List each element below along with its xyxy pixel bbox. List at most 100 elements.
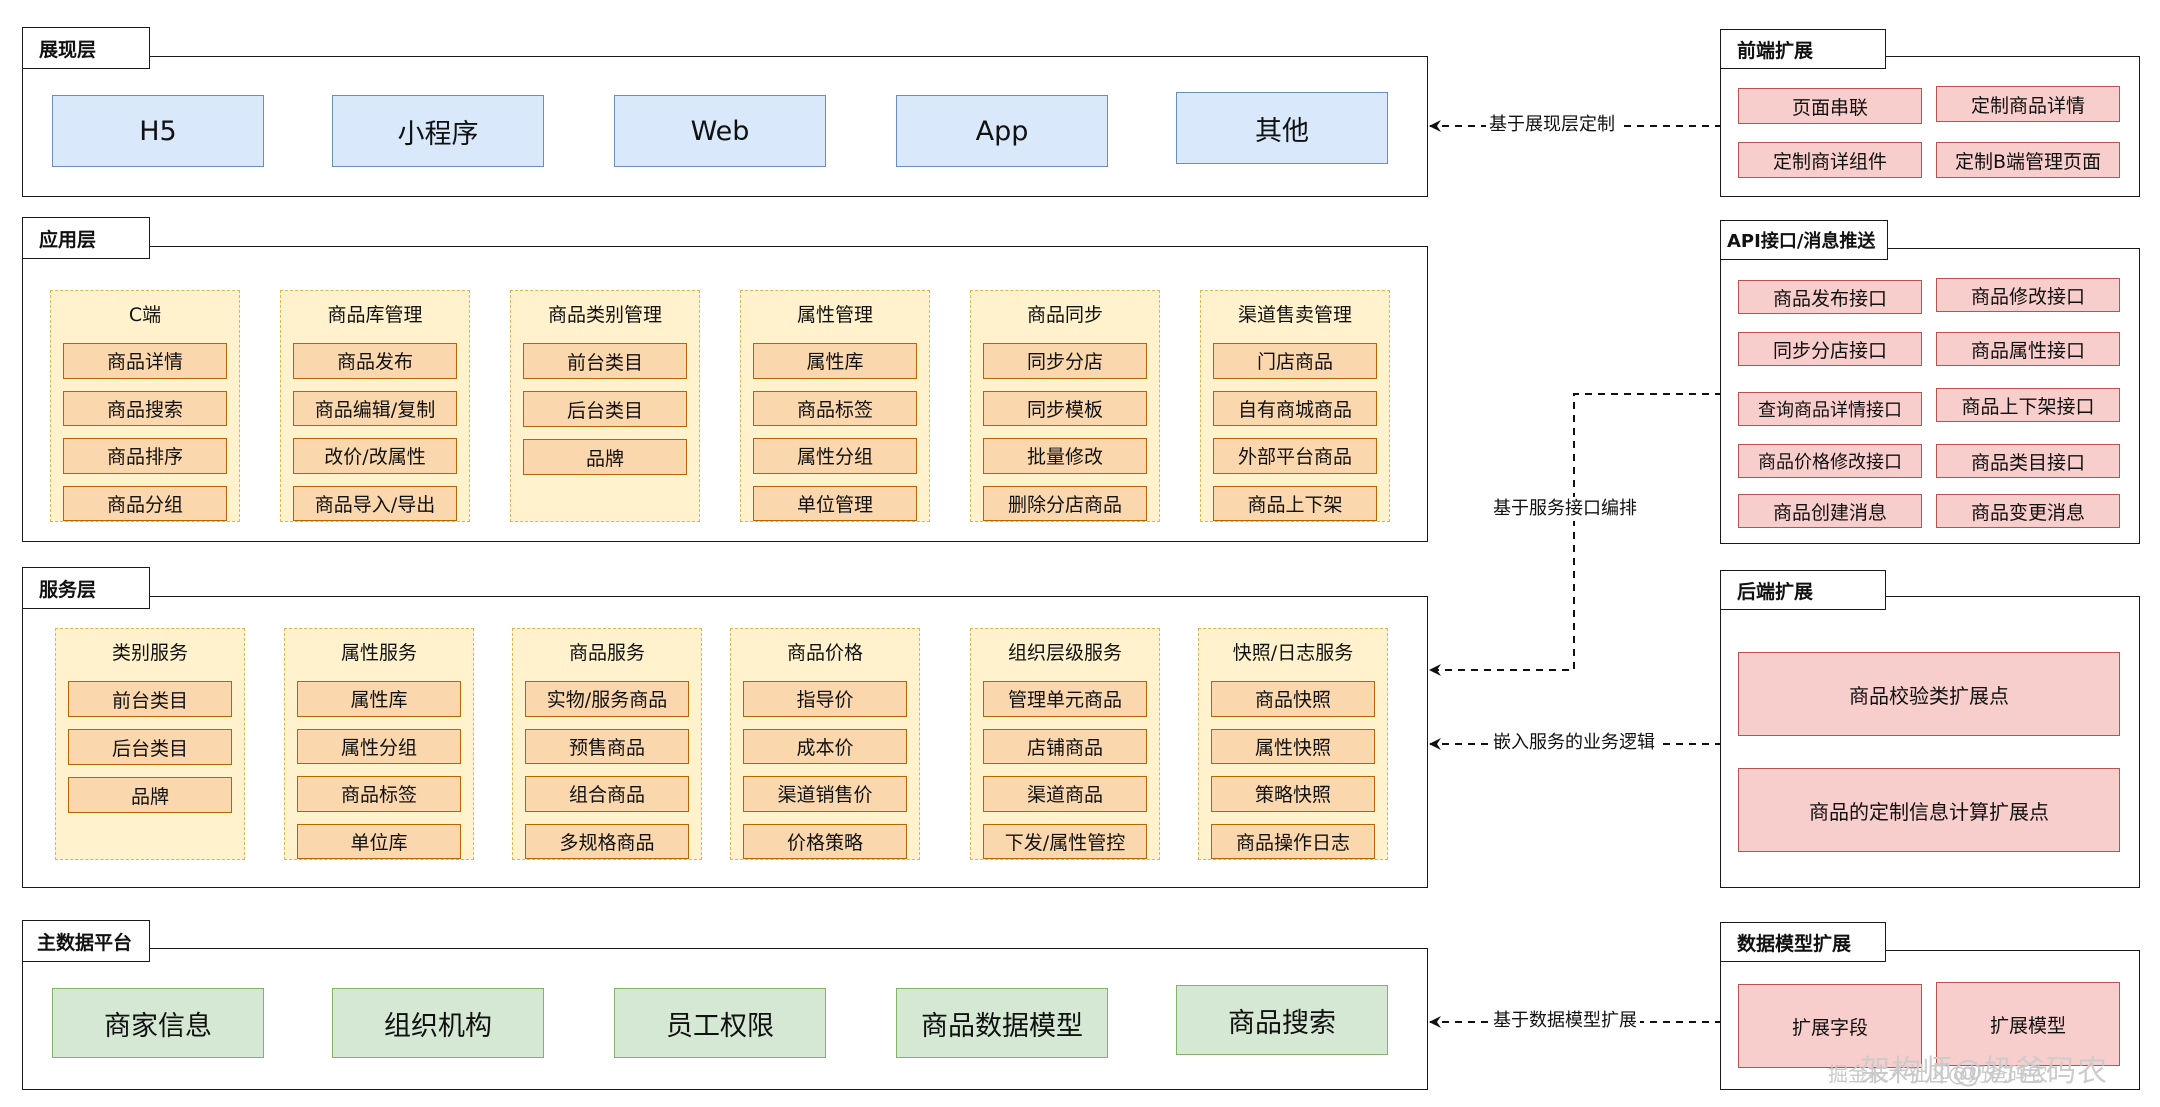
- group-title: C端: [128, 304, 162, 326]
- api-product-modify: 商品修改接口: [1936, 278, 2120, 312]
- group-title: 商品同步: [1026, 304, 1103, 326]
- api-query-product-detail: 查询商品详情接口: [1738, 392, 1922, 426]
- group-item: 商品快照: [1211, 681, 1375, 717]
- msg-product-created: 商品创建消息: [1738, 494, 1922, 528]
- group-title: 组织层级服务: [1007, 642, 1122, 664]
- group-item: 渠道销售价: [743, 776, 907, 812]
- group-item: 同步分店: [983, 343, 1147, 379]
- svc-group-price: 商品价格 指导价 成本价 渠道销售价 价格策略: [730, 628, 920, 860]
- frontend-ext-custom-detail: 定制商品详情: [1936, 86, 2120, 122]
- msg-product-changed: 商品变更消息: [1936, 494, 2120, 528]
- master-item-product-data-model: 商品数据模型: [896, 988, 1108, 1058]
- app-group-product-sync: 商品同步 同步分店 同步模板 批量修改 删除分店商品: [970, 290, 1160, 522]
- group-item: 商品搜索: [63, 390, 227, 426]
- svc-group-attribute: 属性服务 属性库 属性分组 商品标签 单位库: [284, 628, 474, 860]
- group-item: 管理单元商品: [983, 681, 1147, 717]
- presentation-item-web: Web: [614, 95, 826, 167]
- api-product-price-modify: 商品价格修改接口: [1738, 444, 1922, 478]
- svc-group-product: 商品服务 实物/服务商品 预售商品 组合商品 多规格商品: [512, 628, 702, 860]
- group-item: 商品详情: [63, 343, 227, 379]
- group-item: 策略快照: [1211, 776, 1375, 812]
- master-item-employee-permission: 员工权限: [614, 988, 826, 1058]
- group-item: 属性快照: [1211, 728, 1375, 764]
- backend-extension-title: 后端扩展: [1720, 570, 1886, 610]
- group-title: 类别服务: [111, 642, 188, 664]
- group-title: 属性服务: [340, 642, 417, 664]
- connector-label-data-model: 基于数据模型扩展: [1490, 1009, 1640, 1033]
- master-item-product-search: 商品搜索: [1176, 985, 1388, 1055]
- group-item: 商品操作日志: [1211, 823, 1375, 859]
- group-item: 单位库: [297, 823, 461, 859]
- connector-label-embed-logic: 嵌入服务的业务逻辑: [1490, 731, 1658, 755]
- api-product-on-off-shelf: 商品上下架接口: [1936, 388, 2120, 422]
- service-layer: [22, 596, 1428, 888]
- service-layer-title: 服务层: [22, 567, 150, 609]
- frontend-ext-page-link: 页面串联: [1738, 88, 1922, 124]
- group-item: 价格策略: [743, 823, 907, 859]
- api-product-publish: 商品发布接口: [1738, 280, 1922, 314]
- group-item: 批量修改: [983, 438, 1147, 474]
- app-group-category-management: 商品类别管理 前台类目 后台类目 品牌: [510, 290, 700, 522]
- group-item: 组合商品: [525, 776, 689, 812]
- group-item: 商品标签: [753, 390, 917, 426]
- group-item: 前台类目: [523, 343, 687, 379]
- api-product-category: 商品类目接口: [1936, 444, 2120, 478]
- presentation-item-h5: H5: [52, 95, 264, 167]
- data-model-extension-title: 数据模型扩展: [1720, 922, 1886, 962]
- group-item: 店铺商品: [983, 728, 1147, 764]
- frontend-extension-title: 前端扩展: [1720, 29, 1886, 69]
- group-item: 渠道商品: [983, 776, 1147, 812]
- master-item-organization: 组织机构: [332, 988, 544, 1058]
- application-layer: [22, 246, 1428, 542]
- group-title: 商品类别管理: [547, 304, 662, 326]
- data-model-ext-model: 扩展模型: [1936, 982, 2120, 1066]
- group-item: 指导价: [743, 681, 907, 717]
- backend-ext-custom-calc-point: 商品的定制信息计算扩展点: [1738, 768, 2120, 852]
- master-data-platform-title: 主数据平台: [22, 920, 150, 962]
- svc-group-snapshot-log: 快照/日志服务 商品快照 属性快照 策略快照 商品操作日志: [1198, 628, 1388, 860]
- group-item: 多规格商品: [525, 823, 689, 859]
- svc-group-category: 类别服务 前台类目 后台类目 品牌: [55, 628, 245, 860]
- app-group-attribute-management: 属性管理 属性库 商品标签 属性分组 单位管理: [740, 290, 930, 522]
- connector-label-presentation: 基于展现层定制: [1486, 113, 1618, 137]
- app-group-c-end: C端 商品详情 商品搜索 商品排序 商品分组: [50, 290, 240, 522]
- group-item: 商品上下架: [1213, 485, 1377, 521]
- connector-label-service-orchestration: 基于服务接口编排: [1490, 497, 1640, 521]
- presentation-layer-title: 展现层: [22, 27, 150, 69]
- group-item: 自有商城商品: [1213, 390, 1377, 426]
- frontend-ext-custom-detail-component: 定制商详组件: [1738, 142, 1922, 178]
- api-sync-branch: 同步分店接口: [1738, 332, 1922, 366]
- group-title: 快照/日志服务: [1232, 642, 1354, 664]
- group-item: 属性分组: [297, 728, 461, 764]
- group-item: 属性库: [297, 681, 461, 717]
- group-item: 商品分组: [63, 485, 227, 521]
- group-item: 商品标签: [297, 776, 461, 812]
- group-item: 商品导入/导出: [293, 485, 457, 521]
- backend-ext-validation-point: 商品校验类扩展点: [1738, 652, 2120, 736]
- group-item: 品牌: [523, 439, 687, 475]
- group-item: 商品排序: [63, 438, 227, 474]
- group-item: 成本价: [743, 728, 907, 764]
- group-item: 品牌: [68, 777, 232, 813]
- group-title: 属性管理: [796, 304, 873, 326]
- frontend-ext-custom-b-admin-page: 定制B端管理页面: [1936, 142, 2120, 178]
- svc-group-org-level: 组织层级服务 管理单元商品 店铺商品 渠道商品 下发/属性管控: [970, 628, 1160, 860]
- group-item: 删除分店商品: [983, 485, 1147, 521]
- group-item: 门店商品: [1213, 343, 1377, 379]
- group-title: 渠道售卖管理: [1237, 304, 1352, 326]
- connector-service-orchestration: [1429, 393, 1722, 676]
- group-item: 预售商品: [525, 728, 689, 764]
- group-item: 外部平台商品: [1213, 438, 1377, 474]
- presentation-item-app: App: [896, 95, 1108, 167]
- group-item: 商品编辑/复制: [293, 390, 457, 426]
- group-item: 前台类目: [68, 681, 232, 717]
- group-item: 后台类目: [68, 729, 232, 765]
- watermark-secondary: 掘金技术社区@奶爸码农: [1828, 1062, 2048, 1086]
- presentation-item-miniprogram: 小程序: [332, 95, 544, 167]
- group-item: 单位管理: [753, 485, 917, 521]
- group-item: 同步模板: [983, 390, 1147, 426]
- group-item: 属性库: [753, 343, 917, 379]
- master-item-merchant-info: 商家信息: [52, 988, 264, 1058]
- presentation-item-other: 其他: [1176, 92, 1388, 164]
- api-product-attribute: 商品属性接口: [1936, 332, 2120, 366]
